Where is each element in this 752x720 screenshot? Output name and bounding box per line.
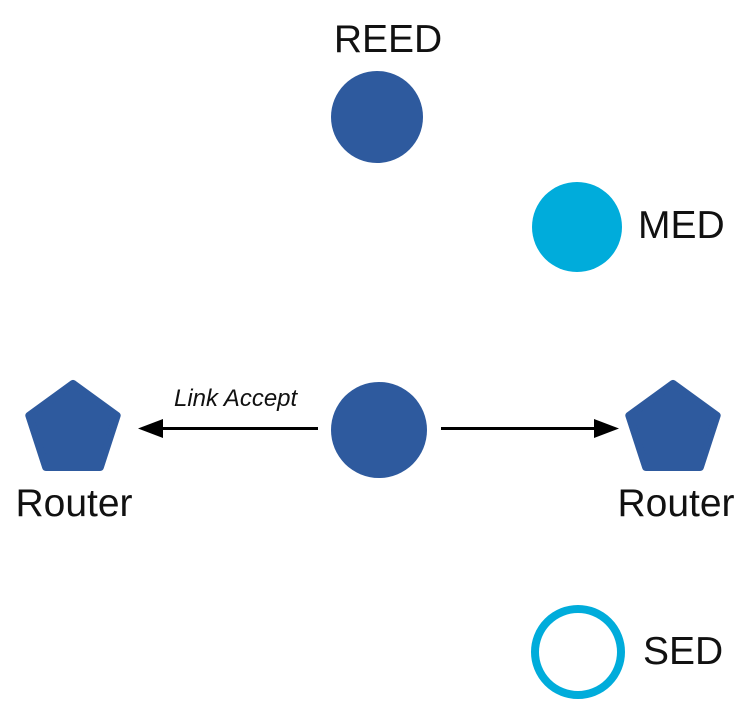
center-node-circle [331, 382, 427, 478]
sed-node-label: SED [643, 630, 724, 673]
reed-node-circle [331, 71, 423, 163]
router-right-pentagon-icon [625, 379, 721, 471]
link-accept-arrow-left [138, 419, 318, 438]
sed-node-circle [531, 605, 625, 699]
router-left-label: Router [15, 482, 133, 525]
med-node-label: MED [638, 204, 725, 247]
arrowhead-left-icon [138, 419, 163, 438]
arrowhead-right-icon [594, 419, 619, 438]
med-node-circle [532, 182, 622, 272]
link-accept-edge-label: Link Accept [174, 385, 298, 412]
arrow-right [441, 419, 619, 438]
router-right-label: Router [617, 482, 735, 525]
router-left-pentagon-icon [25, 379, 121, 471]
reed-node-label: REED [333, 18, 443, 61]
